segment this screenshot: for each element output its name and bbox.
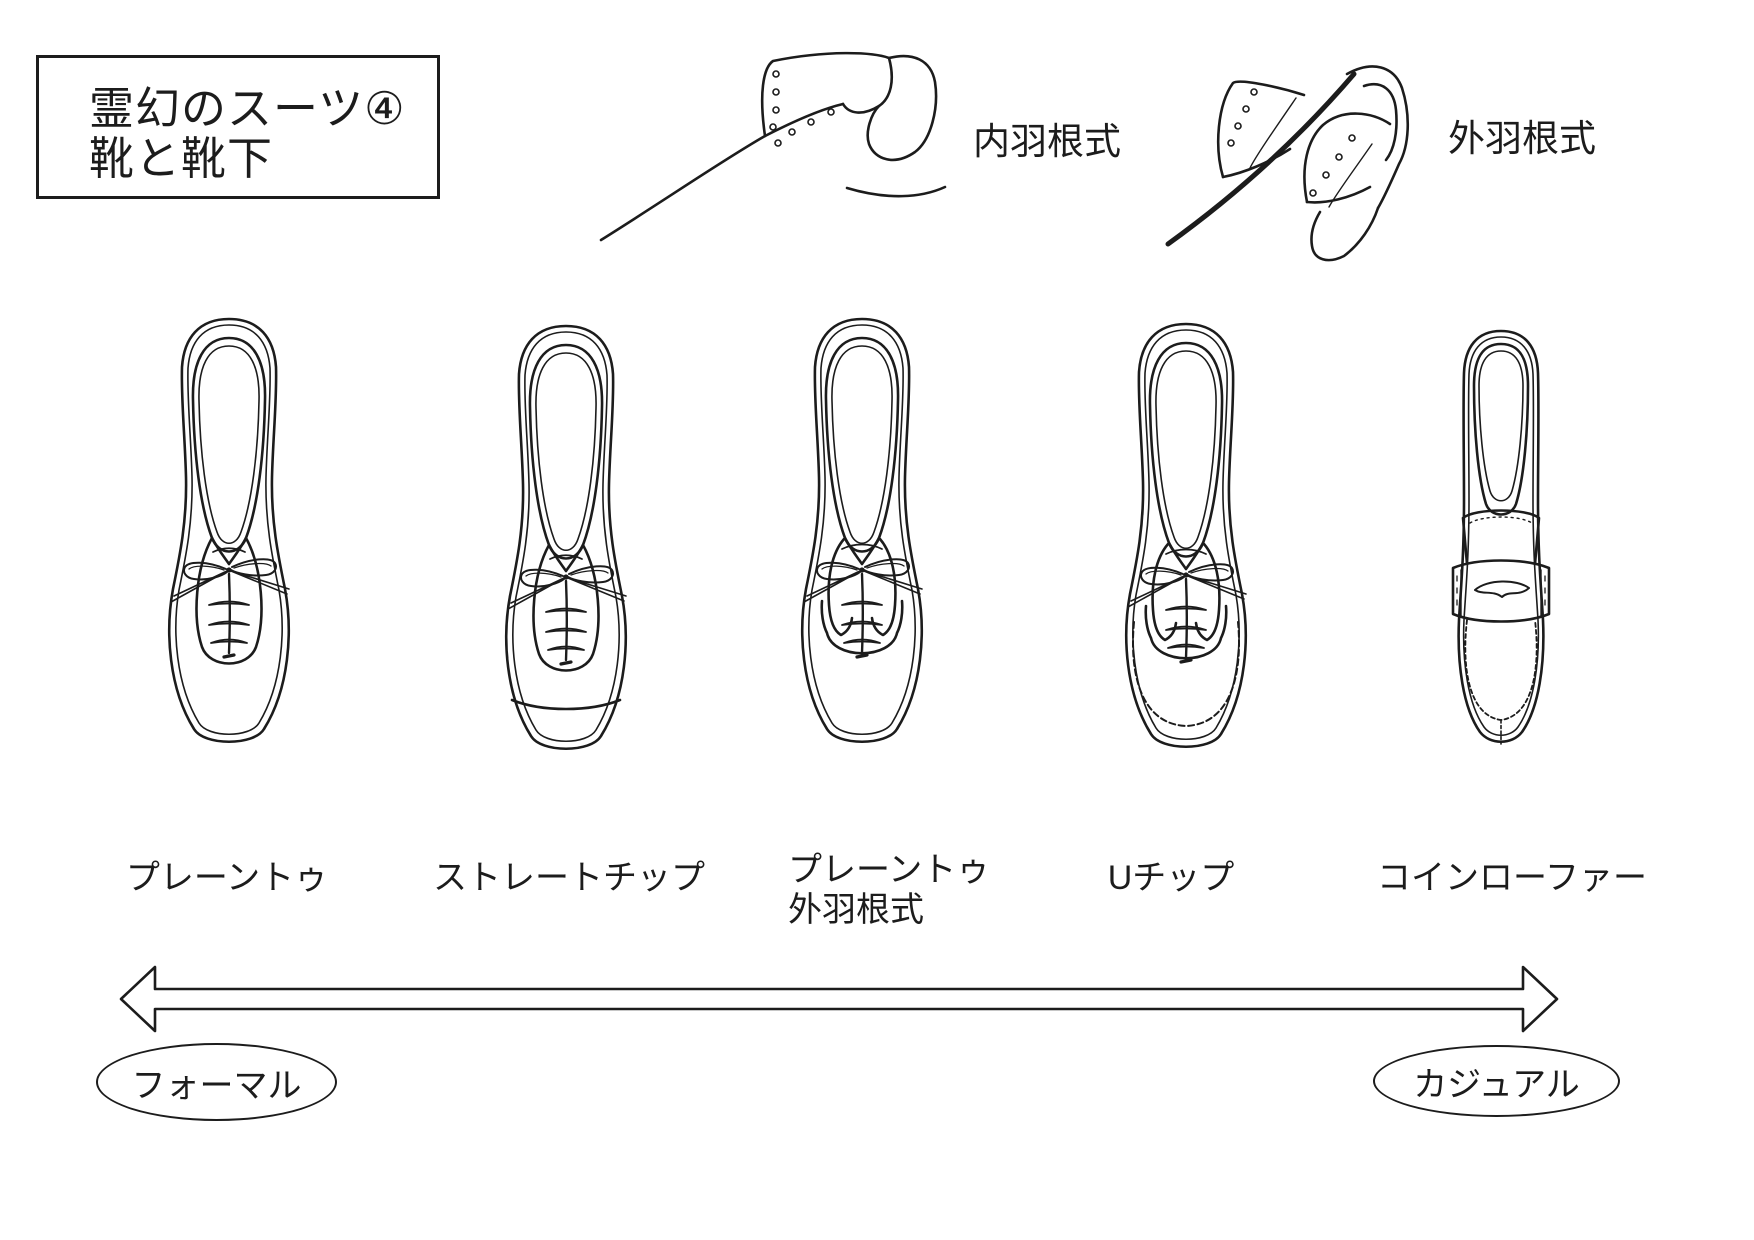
shoe-label-straight-tip: ストレートチップ — [433, 859, 705, 897]
formal-ellipse: フォーマル — [96, 1043, 337, 1121]
shoe-straight-tip-drawing — [504, 324, 628, 751]
shoe-label-u-tip: Uチップ — [1107, 859, 1235, 897]
shoe-plain-toe-derby-drawing — [800, 317, 924, 744]
spectrum-arrow — [119, 965, 1559, 1033]
shoe-coin-loafer-drawing — [1451, 329, 1551, 745]
shoe-label-plain-toe: プレーントゥ — [125, 859, 329, 897]
inner-lacing-sketch — [599, 51, 947, 242]
shoe-plain-toe-drawing — [167, 317, 291, 744]
shoe-label-plain-toe-open-lacing-line2: 外羽根式 — [788, 891, 924, 929]
outer-lacing-sketch — [1165, 65, 1410, 262]
shoe-label-plain-toe-open-lacing: プレーントゥ 外羽根式 — [788, 850, 990, 930]
inner-lacing-label: 内羽根式 — [973, 121, 1121, 162]
shoe-label-coin-loafer: コインローファー — [1377, 859, 1647, 897]
shoe-label-plain-toe-open-lacing-line1: プレーントゥ — [788, 851, 991, 889]
casual-ellipse: カジュアル — [1373, 1045, 1620, 1117]
casual-label: カジュアル — [1413, 1065, 1580, 1104]
title-box: 霊幻のスーツ④ 靴と靴下 — [36, 55, 440, 199]
page-title-line2: 靴と靴下 — [89, 133, 274, 184]
shoe-u-tip-drawing — [1124, 322, 1248, 749]
outer-lacing-label: 外羽根式 — [1448, 118, 1596, 159]
page-title-line1: 霊幻のスーツ④ — [89, 83, 406, 134]
formal-label: フォーマル — [131, 1066, 302, 1105]
